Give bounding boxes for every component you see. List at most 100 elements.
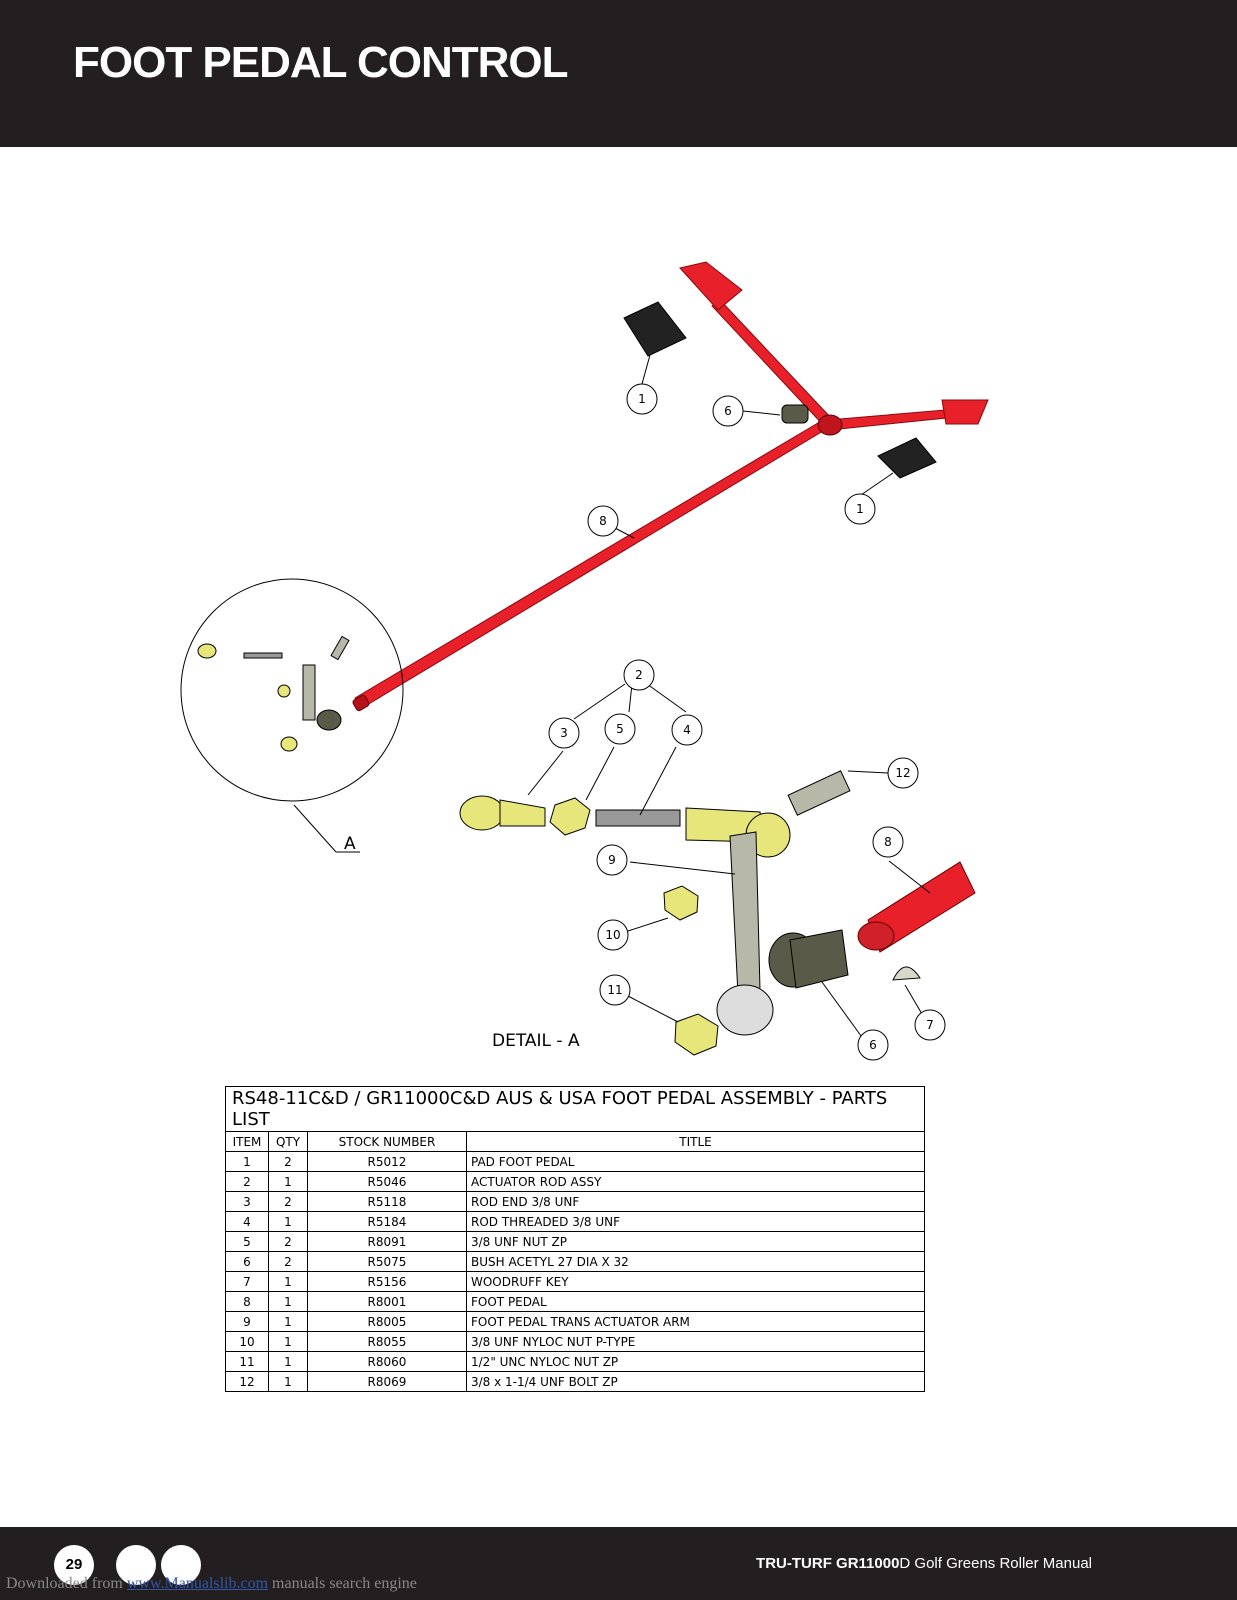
nut-5 <box>549 797 591 836</box>
cell-qty: 2 <box>268 1231 308 1252</box>
svg-text:9: 9 <box>608 853 616 867</box>
col-item: ITEM <box>225 1131 269 1152</box>
cell-qty: 1 <box>268 1211 308 1232</box>
callout-9: 9 <box>596 844 628 876</box>
nav-dot-icon[interactable] <box>116 1545 156 1585</box>
parts-list-table: RS48-11C&D / GR11000C&D AUS & USA FOOT P… <box>225 1086 925 1392</box>
cell-item: 5 <box>225 1231 269 1252</box>
cell-stock: R8001 <box>307 1291 467 1312</box>
detail-bolt <box>330 635 350 661</box>
col-qty: QTY <box>268 1131 308 1152</box>
watermark-prefix: Downloaded from <box>6 1575 127 1592</box>
detail-a-label: A <box>344 834 356 854</box>
parts-list-title: RS48-11C&D / GR11000C&D AUS & USA FOOT P… <box>225 1086 925 1131</box>
svg-text:4: 4 <box>683 723 691 737</box>
callout-6-detail: 6 <box>857 1029 889 1061</box>
detail-a-leader <box>293 804 337 853</box>
callout-6-upper: 6 <box>712 395 744 427</box>
pedal-hub <box>817 414 843 436</box>
cell-qty: 2 <box>268 1251 308 1272</box>
svg-text:7: 7 <box>926 1018 934 1032</box>
callout-5: 5 <box>604 713 636 745</box>
cell-title: BUSH ACETYL 27 DIA X 32 <box>466 1251 925 1272</box>
col-title: TITLE <box>466 1131 925 1152</box>
cell-title: 3/8 UNF NYLOC NUT P-TYPE <box>466 1331 925 1352</box>
cell-qty: 1 <box>268 1171 308 1192</box>
nut-11 <box>674 1013 719 1056</box>
callout-11: 11 <box>599 974 631 1006</box>
cell-stock: R5046 <box>307 1171 467 1192</box>
cell-item: 3 <box>225 1191 269 1212</box>
callout-10: 10 <box>597 919 629 951</box>
detail-nut-small <box>277 684 291 698</box>
cell-qty: 2 <box>268 1151 308 1172</box>
cell-title: ROD THREADED 3/8 UNF <box>466 1211 925 1232</box>
threaded-rod-4 <box>595 809 681 827</box>
pedal-plate-right <box>941 399 989 425</box>
svg-text:12: 12 <box>895 766 910 780</box>
page-header: FOOT PEDAL CONTROL <box>0 0 1237 147</box>
callout-8-detail: 8 <box>872 826 904 858</box>
cell-item: 11 <box>225 1351 269 1372</box>
manual-subtitle: D Golf Greens Roller Manual <box>899 1555 1092 1572</box>
detail-nut <box>280 736 298 752</box>
bolt-12 <box>787 770 851 816</box>
svg-text:5: 5 <box>616 722 624 736</box>
callout-1-upper: 1 <box>626 383 658 415</box>
woodruff-key-7 <box>892 966 921 981</box>
svg-text:6: 6 <box>724 404 732 418</box>
svg-text:8: 8 <box>884 835 892 849</box>
manual-title: TRU-TURF GR11000D Golf Greens Roller Man… <box>756 1555 1092 1572</box>
svg-text:11: 11 <box>607 983 622 997</box>
pedal-plate-upper <box>679 261 743 311</box>
cell-stock: R5075 <box>307 1251 467 1272</box>
callout-3: 3 <box>548 717 580 749</box>
cell-stock: R8055 <box>307 1331 467 1352</box>
watermark-suffix: manuals search engine <box>268 1575 417 1592</box>
cell-stock: R5156 <box>307 1271 467 1292</box>
cell-title: WOODRUFF KEY <box>466 1271 925 1292</box>
rod-end-3 <box>459 795 505 831</box>
detail-a-circle <box>180 578 404 802</box>
detail-threaded-rod <box>243 652 283 659</box>
col-stock-number: STOCK NUMBER <box>307 1131 467 1152</box>
page-footer <box>0 1527 1237 1600</box>
nut-10 <box>663 885 699 921</box>
bush-upper <box>781 404 809 424</box>
foot-pedal-rod <box>354 419 829 709</box>
cell-qty: 1 <box>268 1351 308 1372</box>
download-watermark: Downloaded from www.Manualslib.com manua… <box>6 1575 417 1593</box>
cell-item: 7 <box>225 1271 269 1292</box>
cell-qty: 2 <box>268 1191 308 1212</box>
callout-1-right: 1 <box>844 493 876 525</box>
cell-title: 3/8 UNF NUT ZP <box>466 1231 925 1252</box>
page-number: 29 <box>54 1545 94 1585</box>
detail-bush <box>316 709 342 731</box>
cell-stock: R5184 <box>307 1211 467 1232</box>
manual-brand: TRU-TURF GR11000 <box>756 1555 900 1572</box>
cell-qty: 1 <box>268 1271 308 1292</box>
watermark-link[interactable]: www.Manualslib.com <box>126 1575 269 1592</box>
nav-dot-icon[interactable] <box>161 1545 201 1585</box>
pad-foot-pedal-upper <box>623 301 687 357</box>
svg-text:1: 1 <box>856 502 864 516</box>
cell-stock: R8069 <box>307 1371 467 1392</box>
callout-4: 4 <box>671 714 703 746</box>
cell-title: 3/8 x 1-1/4 UNF BOLT ZP <box>466 1371 925 1392</box>
cell-item: 10 <box>225 1331 269 1352</box>
cell-item: 4 <box>225 1211 269 1232</box>
svg-text:3: 3 <box>560 726 568 740</box>
cell-qty: 1 <box>268 1371 308 1392</box>
svg-text:2: 2 <box>635 668 643 682</box>
cell-title: ROD END 3/8 UNF <box>466 1191 925 1212</box>
cell-item: 2 <box>225 1171 269 1192</box>
